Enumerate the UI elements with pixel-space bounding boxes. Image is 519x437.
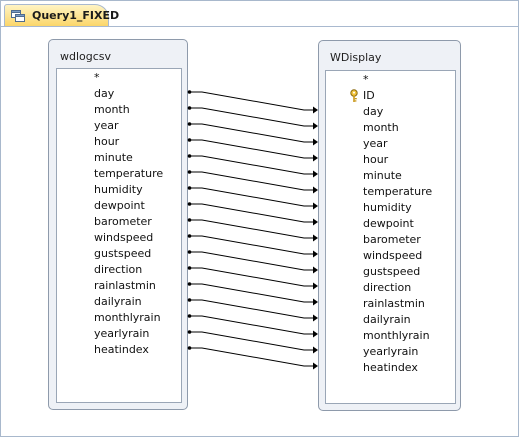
right-field-ID[interactable]: ID [363,89,375,102]
field-list-wdlogcsv[interactable]: * day month year hour minute temperature humidi… [56,68,182,403]
right-field-gustspeed[interactable]: gustspeed [363,265,421,278]
left-field-gustspeed[interactable]: gustspeed [94,247,152,260]
right-field-minute[interactable]: minute [363,169,402,182]
left-field-dailyrain[interactable]: dailyrain [94,295,142,308]
right-field-barometer[interactable]: barometer [363,233,421,246]
right-field-heatindex[interactable]: heatindex [363,361,418,374]
left-field-humidity[interactable]: humidity [94,183,143,196]
right-field-yearlyrain[interactable]: yearlyrain [363,345,419,358]
right-field-dailyrain[interactable]: dailyrain [363,313,411,326]
right-field-month[interactable]: month [363,121,399,134]
tab-divider [1,26,518,27]
left-field-dewpoint[interactable]: dewpoint [94,199,145,212]
left-field-hour[interactable]: hour [94,135,120,148]
right-field-day[interactable]: day [363,105,384,118]
tab-label: Query1_FIXED [32,9,120,22]
query-icon [11,10,25,22]
left-field-monthlyrain[interactable]: monthlyrain [94,311,161,324]
left-field-day[interactable]: day [94,87,115,100]
right-field-hour[interactable]: hour [363,153,389,166]
primary-key-icon [350,89,358,102]
right-field-temperature[interactable]: temperature [363,185,433,198]
right-field-all[interactable]: * [363,73,369,86]
left-field-barometer[interactable]: barometer [94,215,152,228]
left-field-year[interactable]: year [94,119,119,132]
right-field-humidity[interactable]: humidity [363,201,412,214]
right-field-windspeed[interactable]: windspeed [363,249,423,262]
table-wdisplay[interactable]: WDisplay * ID day month year hour minute temper… [318,40,461,411]
table-title[interactable]: WDisplay [330,51,382,64]
left-field-heatindex[interactable]: heatindex [94,343,149,356]
right-field-rainlastmin[interactable]: rainlastmin [363,297,425,310]
right-field-direction[interactable]: direction [363,281,412,294]
left-field-month[interactable]: month [94,103,130,116]
document-tab-strip: Query1_FIXED [1,1,518,27]
left-field-yearlyrain[interactable]: yearlyrain [94,327,150,340]
table-wdlogcsv[interactable]: wdlogcsv * day month year hour minute temperat… [48,39,188,410]
table-title[interactable]: wdlogcsv [60,50,112,63]
left-field-rainlastmin[interactable]: rainlastmin [94,279,156,292]
right-field-year[interactable]: year [363,137,388,150]
left-field-minute[interactable]: minute [94,151,133,164]
right-field-dewpoint[interactable]: dewpoint [363,217,414,230]
right-field-monthlyrain[interactable]: monthlyrain [363,329,430,342]
tab-query1-fixed[interactable]: Query1_FIXED [4,4,119,26]
left-field-all[interactable]: * [94,71,100,84]
left-field-direction[interactable]: direction [94,263,143,276]
field-list-wdisplay[interactable]: * ID day month year hour minute temperature humi… [325,70,456,404]
left-field-windspeed[interactable]: windspeed [94,231,154,244]
left-field-temperature[interactable]: temperature [94,167,164,180]
